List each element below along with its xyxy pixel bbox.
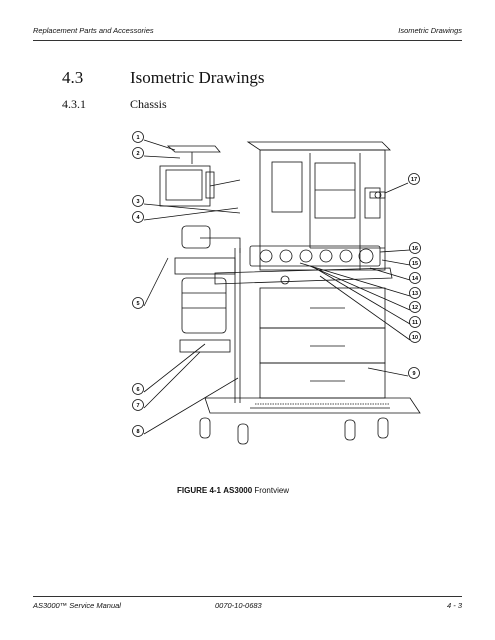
callout-10: 10	[409, 331, 421, 343]
svg-text:11: 11	[412, 320, 418, 326]
section-heading: 4.3 Isometric Drawings	[62, 68, 265, 88]
callouts: 1 2 3 4 5 6 7 8 9 10 11 12 13 14 15 16 1…	[132, 131, 421, 437]
footer-center: 0070-10-0683	[215, 601, 262, 610]
figure-caption-text: Frontview	[254, 486, 290, 495]
footer-left: AS3000™ Service Manual	[33, 601, 121, 610]
chassis-isometric-drawing: 1 2 3 4 5 6 7 8 9 10 11 12 13 14 15 16 1…	[132, 131, 421, 445]
figure-model: AS3000	[223, 486, 253, 495]
figure-label: FIGURE 4-1	[177, 486, 222, 495]
callout-6: 6	[132, 383, 144, 395]
callout-8: 8	[132, 425, 144, 437]
callout-14: 14	[409, 272, 421, 284]
svg-text:14: 14	[412, 276, 419, 282]
svg-text:15: 15	[412, 261, 418, 267]
section-number: 4.3	[62, 68, 84, 87]
callout-17: 17	[408, 173, 420, 185]
svg-text:1: 1	[136, 135, 139, 141]
svg-text:7: 7	[136, 403, 139, 409]
subsection-heading: 4.3.1 Chassis	[62, 97, 167, 112]
callout-4: 4	[132, 211, 144, 223]
footer-rule	[33, 596, 462, 597]
page-number: 4 - 3	[446, 601, 462, 610]
callout-leaders	[143, 139, 411, 435]
svg-text:3: 3	[136, 199, 139, 205]
callout-5: 5	[132, 297, 144, 309]
svg-text:2: 2	[136, 151, 139, 157]
svg-text:10: 10	[412, 335, 418, 341]
page-header: Replacement Parts and Accessories Isomet…	[33, 26, 462, 38]
svg-text:8: 8	[136, 429, 139, 435]
svg-text:17: 17	[411, 177, 417, 183]
callout-2: 2	[132, 147, 144, 159]
callout-12: 12	[409, 301, 421, 313]
callout-13: 13	[409, 287, 421, 299]
section-title: Isometric Drawings	[130, 68, 265, 87]
callout-7: 7	[132, 399, 144, 411]
subsection-number: 4.3.1	[62, 97, 86, 111]
header-right: Isometric Drawings	[398, 26, 462, 35]
callout-9: 9	[408, 367, 420, 379]
svg-text:13: 13	[412, 291, 418, 297]
callout-15: 15	[409, 257, 421, 269]
header-rule	[33, 40, 462, 41]
callout-3: 3	[132, 195, 144, 207]
svg-text:12: 12	[412, 305, 418, 311]
svg-text:6: 6	[136, 387, 139, 393]
callout-11: 11	[409, 316, 421, 328]
page-footer: AS3000™ Service Manual 0070-10-0683 4 - …	[33, 601, 462, 613]
header-left: Replacement Parts and Accessories	[33, 26, 154, 35]
callout-16: 16	[409, 242, 421, 254]
svg-text:5: 5	[136, 301, 139, 307]
subsection-title: Chassis	[130, 97, 167, 111]
svg-text:16: 16	[412, 246, 418, 252]
svg-text:9: 9	[412, 371, 415, 377]
callout-1: 1	[132, 131, 144, 143]
figure-caption: FIGURE 4-1 AS3000 Frontview	[177, 486, 289, 495]
svg-text:4: 4	[136, 215, 140, 221]
